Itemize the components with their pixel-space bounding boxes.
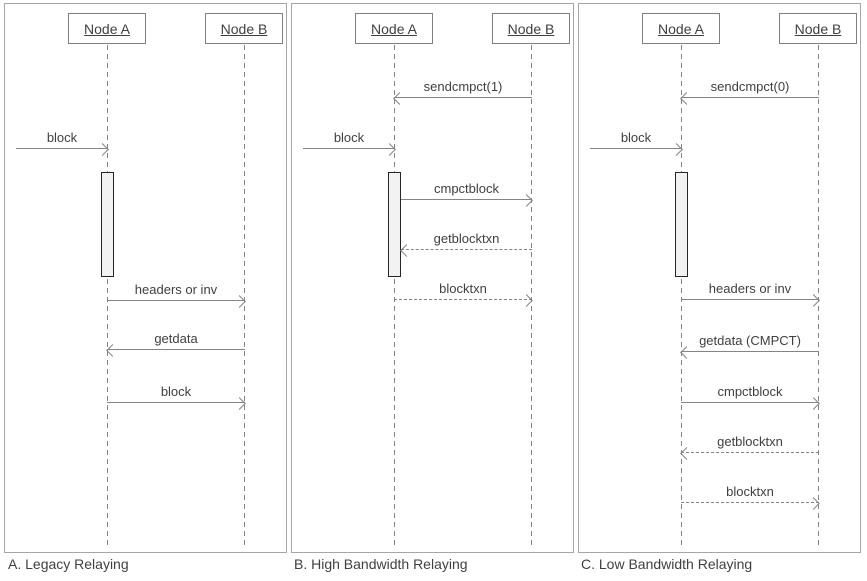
message-label: getdata [154, 331, 198, 346]
node-a-lifeline [394, 45, 395, 545]
message-arrow [303, 143, 396, 156]
message-arrow [680, 346, 819, 359]
panel-c-caption: C. Low Bandwidth Relaying [581, 556, 753, 572]
activation-bar [675, 172, 688, 277]
panel-b-high-bandwidth-relaying: Node A Node B sendcmpct(1) block cmpctbl… [291, 3, 574, 553]
node-a-label: Node A [84, 20, 130, 37]
message-getdata: getdata [106, 330, 245, 357]
node-b-box: Node B [779, 13, 857, 44]
message-arrow [393, 92, 532, 105]
message-label: block [620, 130, 652, 145]
message-arrow [681, 294, 820, 307]
activation-bar [388, 172, 401, 277]
message-arrow [400, 244, 532, 257]
panel-a-caption: A. Legacy Relaying [8, 556, 129, 572]
node-a-label: Node A [371, 20, 417, 37]
node-a-lifeline [681, 45, 682, 545]
message-label: getdata (CMPCT) [699, 333, 801, 348]
message-arrow [394, 294, 533, 307]
message-label: sendcmpct(1) [423, 79, 503, 94]
message-label: headers or inv [134, 282, 218, 297]
panel-b-caption: B. High Bandwidth Relaying [294, 556, 468, 572]
message-arrow [681, 497, 820, 510]
node-a-label: Node A [658, 20, 704, 37]
node-b-box: Node B [492, 13, 570, 44]
node-b-label: Node B [794, 20, 842, 37]
node-b-label: Node B [507, 20, 555, 37]
message-label: getblocktxn [717, 434, 783, 449]
node-b-lifeline [244, 45, 245, 545]
node-b-lifeline [818, 45, 819, 545]
message-arrow [590, 143, 683, 156]
message-arrow [107, 295, 246, 308]
message-blocktxn: blocktxn [681, 483, 820, 510]
message-cmpctblock: cmpctblock [401, 180, 533, 207]
message-label: blocktxn [726, 484, 774, 499]
node-a-box: Node A [642, 13, 720, 44]
message-sendcmpct-0: sendcmpct(0) [680, 78, 819, 105]
node-b-label: Node B [220, 20, 268, 37]
panel-a-legacy-relaying: Node A Node B block headers or inv getda… [4, 3, 287, 553]
message-label: cmpctblock [433, 181, 500, 196]
activation-bar [101, 172, 114, 277]
message-arrow [106, 344, 245, 357]
node-a-box: Node A [355, 13, 433, 44]
message-block-in: block [590, 129, 683, 156]
message-arrow [680, 92, 819, 105]
node-a-lifeline [107, 45, 108, 545]
message-getblocktxn: getblocktxn [400, 230, 532, 257]
message-cmpctblock: cmpctblock [681, 383, 820, 410]
message-sendcmpct-1: sendcmpct(1) [393, 78, 532, 105]
message-label: getblocktxn [433, 231, 500, 246]
message-label: block [46, 130, 78, 145]
message-arrow [107, 397, 246, 410]
node-a-box: Node A [68, 13, 146, 44]
message-headers-or-inv: headers or inv [107, 281, 246, 308]
message-label: blocktxn [439, 281, 487, 296]
message-block-in: block [16, 129, 109, 156]
message-arrow [681, 397, 820, 410]
message-label: block [160, 384, 192, 399]
node-b-box: Node B [205, 13, 283, 44]
message-label: sendcmpct(0) [710, 79, 790, 94]
message-label: headers or inv [708, 281, 792, 296]
message-getdata-cmpct: getdata (CMPCT) [680, 332, 819, 359]
message-arrow [680, 447, 819, 460]
message-arrow [401, 194, 533, 207]
panel-c-low-bandwidth-relaying: Node A Node B sendcmpct(0) block headers… [578, 3, 861, 553]
message-getblocktxn: getblocktxn [680, 433, 819, 460]
message-blocktxn: blocktxn [394, 280, 533, 307]
message-label: cmpctblock [717, 384, 783, 399]
node-b-lifeline [531, 45, 532, 545]
message-label: block [333, 130, 365, 145]
message-arrow [16, 143, 109, 156]
message-block-in: block [303, 129, 396, 156]
message-headers-or-inv: headers or inv [681, 280, 820, 307]
message-block-relay: block [107, 383, 246, 410]
